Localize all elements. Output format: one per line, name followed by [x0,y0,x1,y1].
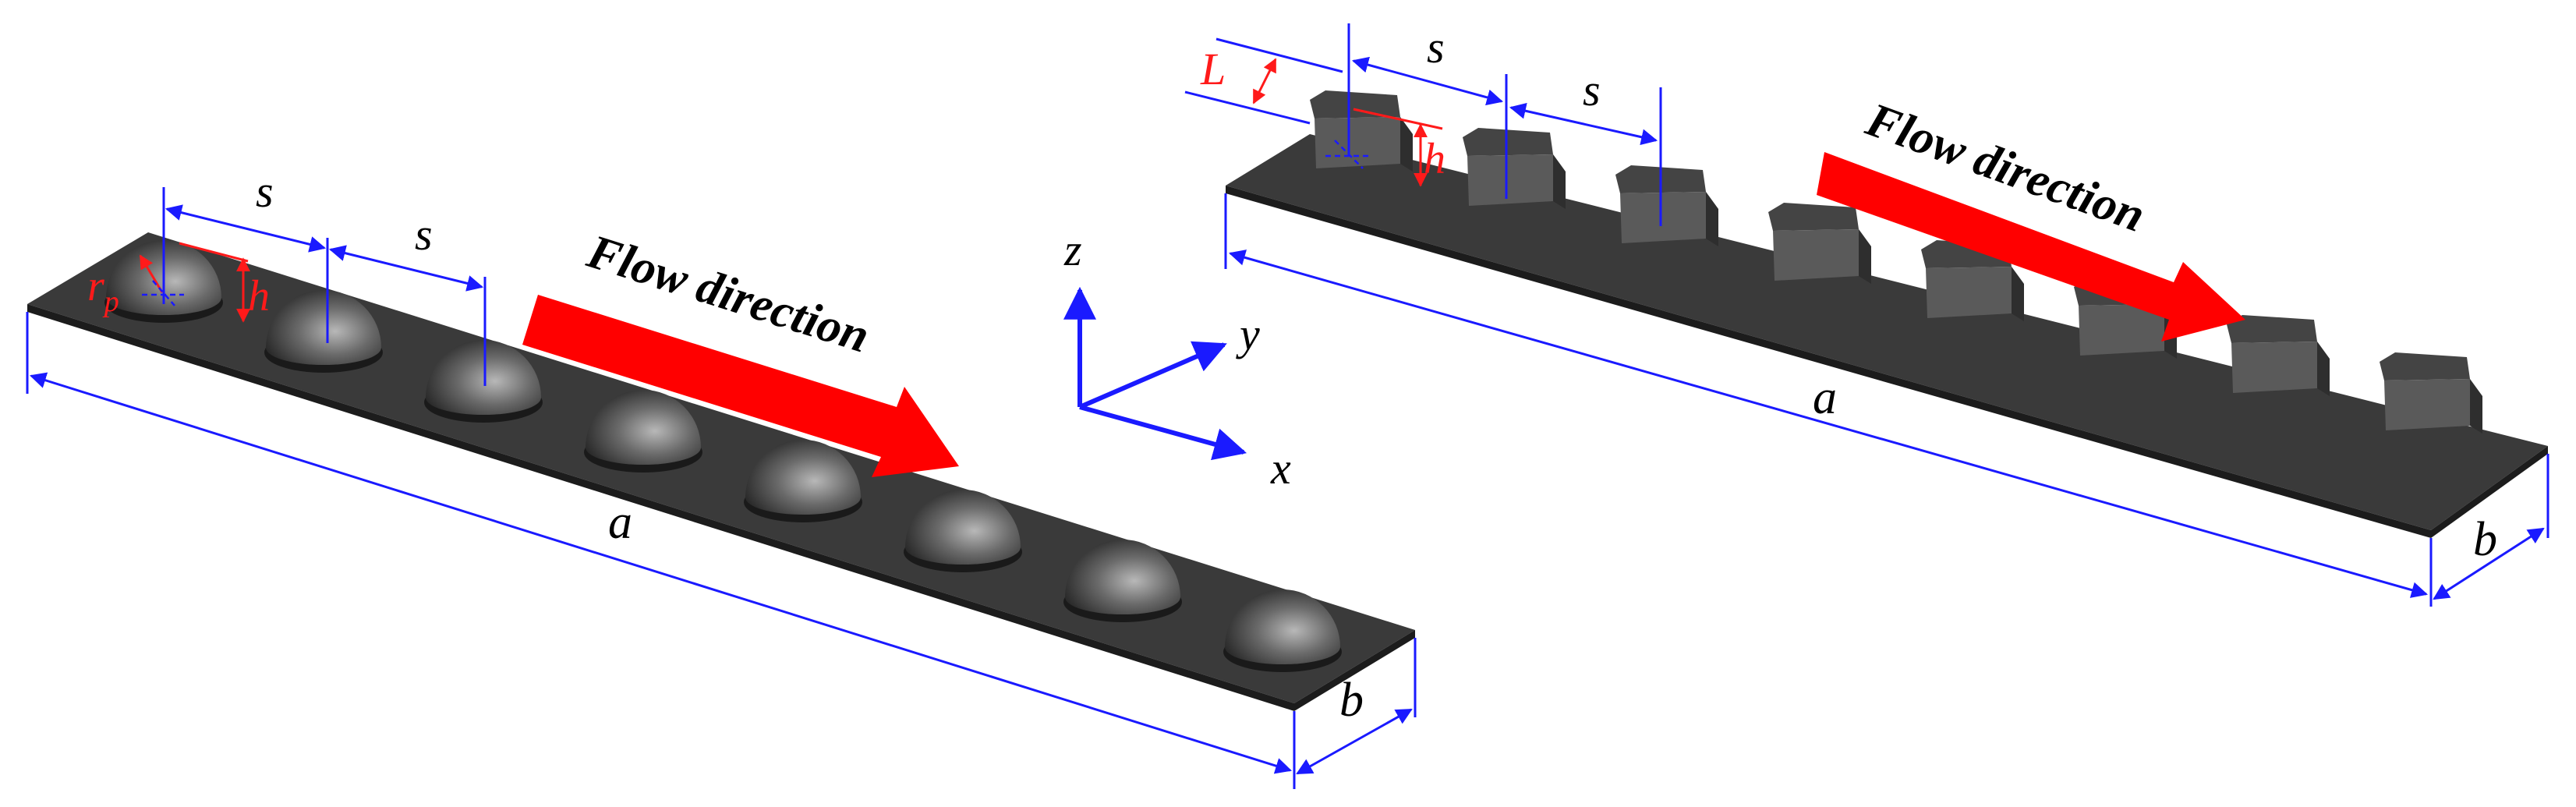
right-width-label: b [2473,513,2497,566]
axis-y-label: y [1236,309,1260,359]
left-length-dimension [26,312,1296,789]
right-length-dimension [1224,193,2433,607]
cube [1463,128,1566,209]
right-plate-right-edge [2431,446,2548,538]
left-spacing-dimensions [162,187,487,386]
axis-x-label: x [1270,443,1291,494]
left-flow-arrow [522,295,959,477]
left-plate-right-edge [1294,630,1415,711]
left-length-label: a [608,496,632,549]
right-flow-arrow [1817,152,2245,342]
radius-label: rp [87,262,119,318]
right-spacing-label-1: s [1427,22,1445,73]
left-radius-height-markers [139,242,250,323]
left-width-label: b [1339,674,1364,727]
right-spacing-dimensions [1347,23,1662,226]
axis-z-label: z [1063,225,1082,275]
right-spacing-label-2: s [1583,65,1601,115]
right-length-label: a [1813,371,1837,424]
cube [1310,90,1413,172]
right-width-dimension [2433,454,2549,600]
cube [2227,315,2330,396]
right-height-label: h [1424,135,1445,183]
cube [1615,165,1718,246]
coordinate-axes [1063,286,1247,461]
cube [2380,352,2482,434]
left-plate-group: s s rp h a b Flow direction [26,166,1417,789]
left-height-label: h [248,272,270,320]
radius-subscript: p [102,285,119,318]
left-spacing-label-1: s [256,166,274,217]
hemisphere [264,290,383,373]
right-cube-markers [1184,37,1443,187]
left-spacing-label-2: s [415,209,433,260]
left-width-dimension [1296,638,1417,775]
right-plate-group: s s L h a b Flow direction [1184,22,2549,607]
cube-size-label: L [1200,44,1226,94]
cube [1768,203,1871,284]
